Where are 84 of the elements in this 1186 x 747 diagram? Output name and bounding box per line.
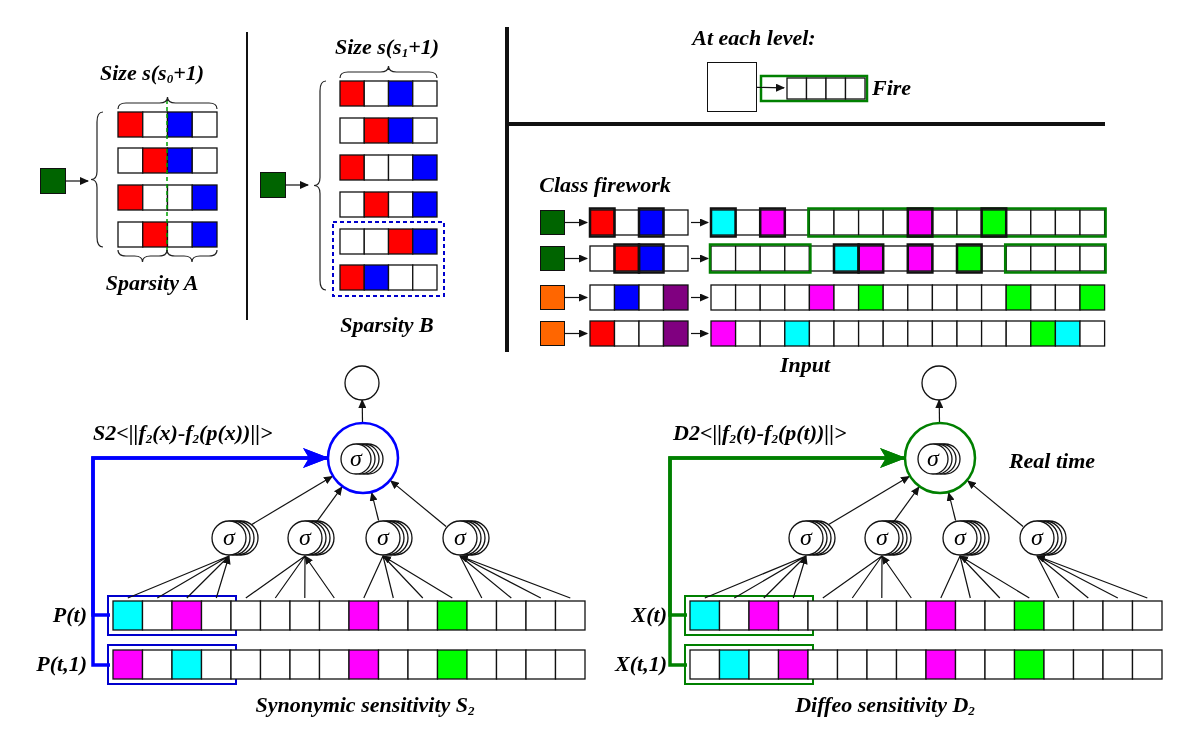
cell-strip — [687, 647, 1165, 682]
arrow — [935, 399, 944, 423]
cell-strip — [587, 282, 691, 313]
arrow — [822, 555, 912, 599]
sigma-symbol: σ — [299, 524, 311, 549]
annotation: Real time — [1008, 448, 1096, 474]
class-square — [540, 210, 565, 235]
arrow — [668, 448, 906, 667]
size-label: Size s(s$_{1}$+1) — [335, 34, 439, 62]
arrow — [940, 555, 1030, 599]
caption: Diffeo sensitivity D$_{2}$ — [795, 692, 975, 720]
arrow — [946, 491, 957, 522]
neuron-stack — [442, 520, 490, 556]
neuron-stack — [788, 520, 836, 556]
sigma-symbol: σ — [876, 524, 888, 549]
sigma-symbol: σ — [377, 524, 389, 549]
arrow — [65, 177, 89, 185]
row-label: Fire — [872, 75, 912, 101]
cell-strip — [587, 318, 691, 349]
row-label: X(t) — [631, 602, 667, 628]
neuron-stack — [1019, 520, 1067, 556]
sparsity-label: Sparsity B — [340, 312, 434, 338]
arrow — [390, 480, 447, 528]
arrow — [358, 399, 367, 423]
row-label: P(t) — [52, 602, 87, 628]
arrow — [564, 293, 588, 302]
size-label: Size s(s$_{0}$+1) — [100, 60, 204, 88]
neuron-stack — [942, 520, 990, 556]
sigma-symbol: σ — [454, 524, 466, 549]
cell-strip — [708, 243, 1108, 274]
cell-strip — [784, 75, 868, 102]
source-square — [260, 172, 286, 198]
neuron-stack — [864, 520, 912, 556]
source-square — [40, 168, 66, 194]
neuron-stack — [211, 520, 259, 556]
arrow — [285, 181, 309, 189]
arrow — [91, 448, 329, 667]
sigma-symbol: σ — [927, 445, 939, 470]
cell-strip — [587, 207, 691, 238]
sparsity-label: Sparsity A — [105, 270, 199, 296]
arrow — [127, 555, 231, 599]
sigma-symbol: σ — [350, 445, 362, 470]
arrow — [690, 293, 709, 302]
arrow — [245, 555, 335, 599]
row-label: P(t,1) — [36, 651, 87, 677]
level-box — [707, 62, 757, 112]
heading: Class firework — [539, 172, 671, 198]
arrow — [363, 555, 453, 599]
arrow — [369, 491, 380, 522]
heading: At each level: — [692, 25, 816, 51]
class-square — [540, 321, 565, 346]
class-square — [540, 285, 565, 310]
class-square — [540, 246, 565, 271]
cell-strip — [708, 318, 1108, 349]
sigma-symbol: σ — [954, 524, 966, 549]
arrow — [756, 83, 785, 92]
cell-strip — [708, 207, 1108, 238]
arrow — [690, 254, 709, 263]
arrow — [459, 555, 571, 599]
cell-strip — [708, 282, 1108, 313]
neuron-stack — [365, 520, 413, 556]
row-label: X(t,1) — [615, 651, 667, 677]
sigma-symbol: σ — [1031, 524, 1043, 549]
edge-label: S2<||f$_{2}$(x)-f$_{2}$(p(x))||> — [93, 420, 273, 448]
cell-strip — [110, 598, 588, 633]
cell-strip — [687, 598, 1165, 633]
arrow — [564, 254, 588, 263]
arrow — [690, 329, 709, 338]
arrow — [690, 218, 709, 227]
output-circle — [921, 365, 957, 401]
caption: Synonymic sensitivity S$_{2}$ — [255, 692, 475, 720]
input-label: Input — [779, 352, 831, 378]
arrow — [564, 218, 588, 227]
arrow — [564, 329, 588, 338]
sigma-symbol: σ — [800, 524, 812, 549]
edge-label: D2<||f$_{2}$(t)-f$_{2}$(p(t))||> — [673, 420, 847, 448]
output-circle — [344, 365, 380, 401]
sigma-symbol: σ — [223, 524, 235, 549]
arrow — [704, 555, 808, 599]
arrow — [1036, 555, 1148, 599]
cell-strip — [110, 647, 588, 682]
arrow — [967, 480, 1024, 528]
neuron-stack — [287, 520, 335, 556]
cell-strip — [587, 243, 691, 274]
